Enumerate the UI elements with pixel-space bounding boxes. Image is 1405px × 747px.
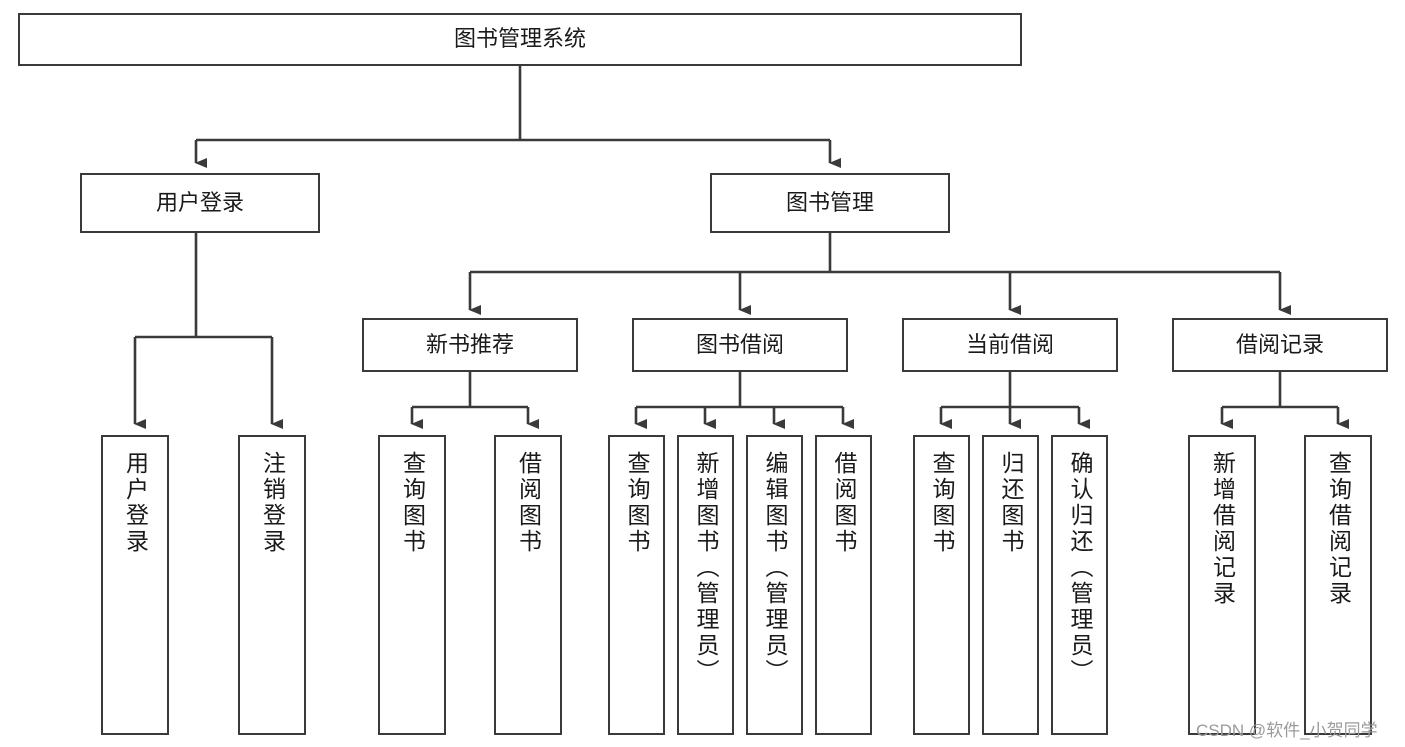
leaf-label: 归还图书 (998, 451, 1024, 555)
leaf-label: 注销登录 (259, 451, 286, 555)
leaf-label: 新增图书（管理员） (693, 451, 719, 685)
leaf-user-login-logout[interactable]: 注销登录 (238, 435, 306, 735)
node-root[interactable]: 图书管理系统 (18, 13, 1022, 66)
leaf-label: 确认归还（管理员） (1067, 451, 1093, 685)
leaf-current-query-book[interactable]: 查询图书 (913, 435, 970, 735)
node-book-management-label: 图书管理 (785, 189, 874, 215)
node-current-borrow[interactable]: 当前借阅 (902, 318, 1118, 372)
leaf-label: 新增借阅记录 (1209, 451, 1236, 607)
leaf-borrow-add-book-admin[interactable]: 新增图书（管理员） (677, 435, 734, 735)
leaf-label: 查询图书 (399, 451, 426, 555)
leaf-label: 借阅图书 (515, 451, 542, 555)
node-user-login[interactable]: 用户登录 (80, 173, 320, 233)
node-book-borrow[interactable]: 图书借阅 (632, 318, 848, 372)
leaf-borrow-query-book[interactable]: 查询图书 (608, 435, 665, 735)
node-borrow-record[interactable]: 借阅记录 (1172, 318, 1388, 372)
node-book-management[interactable]: 图书管理 (710, 173, 950, 233)
node-current-borrow-label: 当前借阅 (965, 331, 1054, 357)
node-book-borrow-label: 图书借阅 (695, 331, 784, 357)
leaf-current-return-book[interactable]: 归还图书 (982, 435, 1039, 735)
leaf-borrow-edit-book-admin[interactable]: 编辑图书（管理员） (746, 435, 803, 735)
leaf-record-query-record[interactable]: 查询借阅记录 (1304, 435, 1372, 735)
leaf-label: 借阅图书 (831, 451, 857, 555)
leaf-user-login-login[interactable]: 用户登录 (101, 435, 169, 735)
leaf-new-book-borrow[interactable]: 借阅图书 (494, 435, 562, 735)
node-new-book-recommend-label: 新书推荐 (425, 331, 514, 357)
leaf-label: 查询图书 (624, 451, 650, 555)
leaf-label: 查询借阅记录 (1325, 451, 1352, 607)
node-borrow-record-label: 借阅记录 (1235, 331, 1324, 357)
watermark: CSDN @软件_小贺同学 (1196, 721, 1378, 740)
leaf-borrow-borrow-book[interactable]: 借阅图书 (815, 435, 872, 735)
node-user-login-label: 用户登录 (155, 189, 244, 215)
node-root-label: 图书管理系统 (453, 26, 586, 52)
leaf-label: 编辑图书（管理员） (762, 451, 788, 685)
leaf-new-book-query[interactable]: 查询图书 (378, 435, 446, 735)
leaf-current-confirm-return-admin[interactable]: 确认归还（管理员） (1051, 435, 1108, 735)
leaf-label: 查询图书 (929, 451, 955, 555)
leaf-label: 用户登录 (122, 451, 149, 555)
node-new-book-recommend[interactable]: 新书推荐 (362, 318, 578, 372)
leaf-record-add-record[interactable]: 新增借阅记录 (1188, 435, 1256, 735)
